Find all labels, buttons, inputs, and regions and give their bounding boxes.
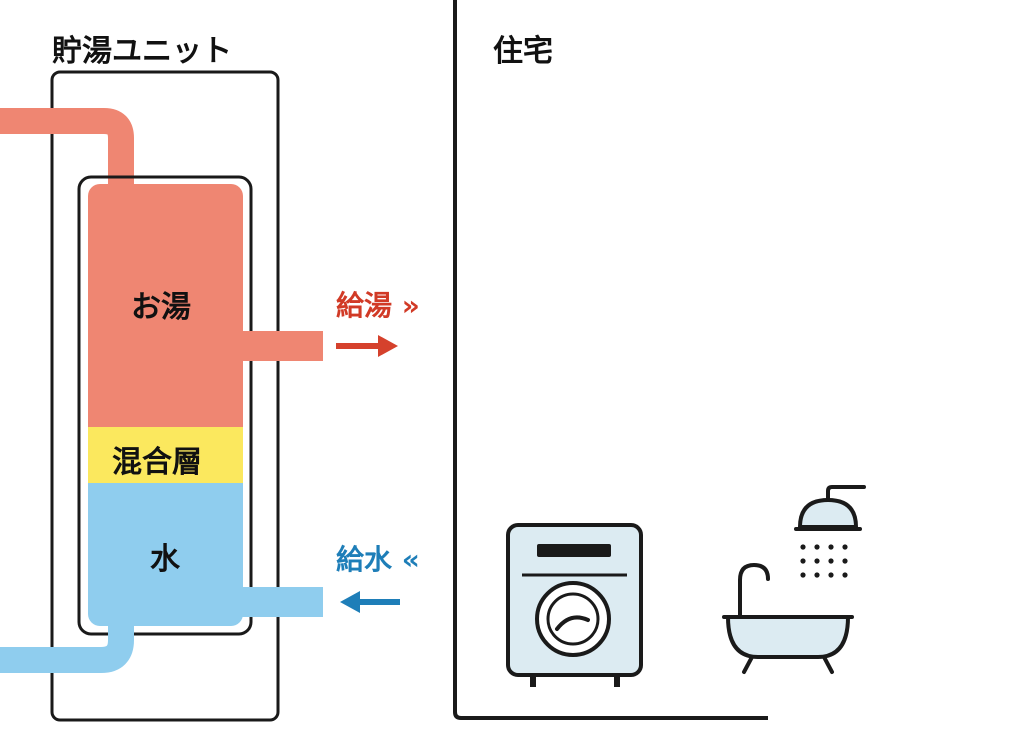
washing-machine-icon <box>506 523 643 687</box>
tank <box>88 184 243 626</box>
hot-water-label: お湯 <box>131 290 191 325</box>
hot-outlet-pipe <box>240 331 323 361</box>
mixed-layer <box>88 427 243 483</box>
storage-unit-title: 貯湯ユニット <box>52 34 232 69</box>
hot-supply-arrow-icon <box>336 335 398 357</box>
cold-inlet-pipe <box>240 587 323 617</box>
shower-head-icon <box>794 485 866 578</box>
cold-outlet-pipe <box>0 610 134 673</box>
cold-supply-arrow-icon <box>340 591 400 613</box>
cold-supply-label: 給水 « <box>336 543 420 576</box>
bathtub-icon <box>722 562 854 674</box>
tank-outline <box>77 175 253 636</box>
hot-inlet-pipe <box>0 108 134 196</box>
mixed-layer-label: 混合層 <box>112 445 202 480</box>
cold-water-label: 水 <box>150 542 180 577</box>
cold-water-layer <box>88 483 243 626</box>
hot-water-layer <box>88 184 243 427</box>
house-title: 住宅 <box>493 34 553 69</box>
hot-supply-label: 給湯 » <box>336 289 420 322</box>
house-wall <box>453 0 768 720</box>
